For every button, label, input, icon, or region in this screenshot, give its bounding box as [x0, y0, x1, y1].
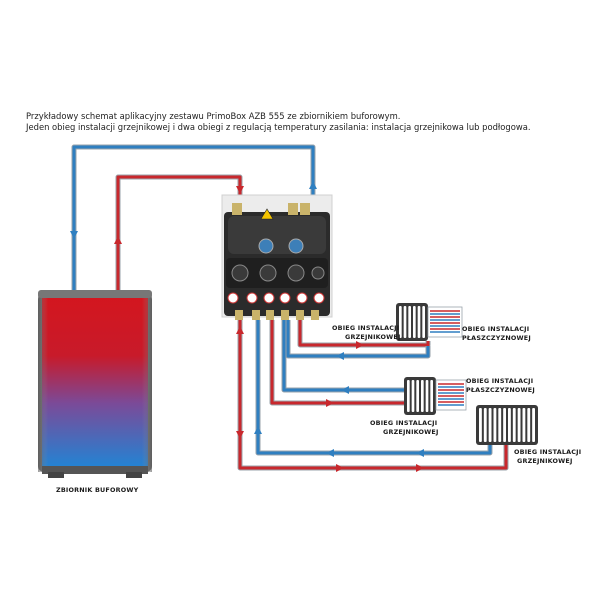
circuit-label-2-line2: PŁASZCZYZNOWEJ	[462, 334, 531, 342]
radiator-fin	[421, 380, 424, 412]
tank-label: ZBIORNIK BUFOROWY	[56, 486, 139, 494]
circuit-label-5-line1: OBIEG INSTALACJI	[514, 448, 581, 456]
circuit-label-3-line1: OBIEG INSTALACJI	[466, 377, 533, 385]
radiator-fin	[422, 306, 425, 338]
radiator-fin	[483, 408, 487, 442]
circuit-label-5-line2: GRZEJNIKOWEJ	[517, 457, 573, 465]
circuit-label-1-line2: GRZEJNIKOWEJ	[345, 333, 401, 341]
flow-arrow-unit-in	[236, 186, 244, 194]
flow-arrow-c3-supply	[336, 464, 344, 472]
radiator-fin	[532, 408, 535, 442]
radiator-fin	[488, 408, 492, 442]
caption-line-1: Przykładowy schemat aplikacyjny zestawu …	[26, 111, 401, 121]
pipe-circuit3-return	[256, 320, 492, 455]
pipe-circuit2-return	[282, 320, 404, 392]
radiator-fin	[498, 408, 502, 442]
radiator-fin	[425, 380, 429, 412]
flow-arrow-c3-supply-2	[416, 464, 424, 472]
radiator-fin	[413, 306, 416, 338]
pipe-circuit1-return	[286, 320, 430, 358]
flow-arrow-c1-return	[336, 352, 344, 360]
pipe-circuit3-supply	[238, 320, 508, 470]
flow-arrow-c3-return	[326, 449, 334, 457]
radiator-fin	[407, 380, 410, 412]
circuit-label-2-line1: OBIEG INSTALACJI	[462, 325, 529, 333]
pipe-circuit2-supply	[270, 320, 404, 405]
radiator-fin	[512, 408, 516, 442]
circuit-label-3-line2: PŁASZCZYZNOWEJ	[466, 386, 535, 394]
circuit-label-4-line1: OBIEG INSTALACJI	[370, 419, 437, 427]
radiator-fin	[411, 380, 415, 412]
radiator-2	[404, 377, 436, 415]
radiator-fin	[430, 380, 433, 412]
flow-arrow-c3-return-2	[416, 449, 424, 457]
flow-arrow-unit-out	[309, 181, 317, 189]
circuit-label-1-line1: OBIEG INSTALACJI	[332, 324, 399, 332]
radiator-fin	[493, 408, 497, 442]
flow-arrow-c3-vertical	[254, 426, 262, 434]
radiator-fin	[527, 408, 531, 442]
caption-line-2: Jeden obieg instalacji grzejnikowej i dw…	[26, 122, 531, 132]
flow-arrow-c2-supply	[326, 399, 334, 407]
flow-arrow-primary-supply	[114, 236, 122, 244]
floor-loop-1	[427, 306, 463, 338]
radiator-fin	[408, 306, 411, 338]
radiator-3	[476, 405, 538, 445]
radiator-fin	[517, 408, 521, 442]
radiator-fin	[522, 408, 526, 442]
diagram-caption: Przykładowy schemat aplikacyjny zestawu …	[26, 111, 586, 133]
flow-arrow-primary-return	[70, 231, 78, 239]
circuit-label-4-line2: GRZEJNIKOWEJ	[383, 428, 439, 436]
flow-arrow-c3-up	[236, 326, 244, 334]
radiator-fin	[416, 380, 419, 412]
pipe-network	[70, 144, 509, 472]
flow-arrow-c1-supply	[356, 341, 364, 349]
flow-arrow-c3-down	[236, 431, 244, 439]
radiator-fin	[403, 306, 407, 338]
radiator-fin	[503, 408, 506, 442]
pipe-primary-return	[72, 145, 315, 296]
primobox-unit	[221, 194, 333, 320]
radiator-fin	[417, 306, 421, 338]
radiator-1	[396, 303, 428, 341]
radiator-fin	[508, 408, 511, 442]
radiator-fin	[399, 306, 402, 338]
flow-arrow-c2-return	[341, 386, 349, 394]
buffer-tank	[38, 290, 152, 478]
floor-loop-2	[435, 379, 467, 411]
radiator-fin	[479, 408, 482, 442]
